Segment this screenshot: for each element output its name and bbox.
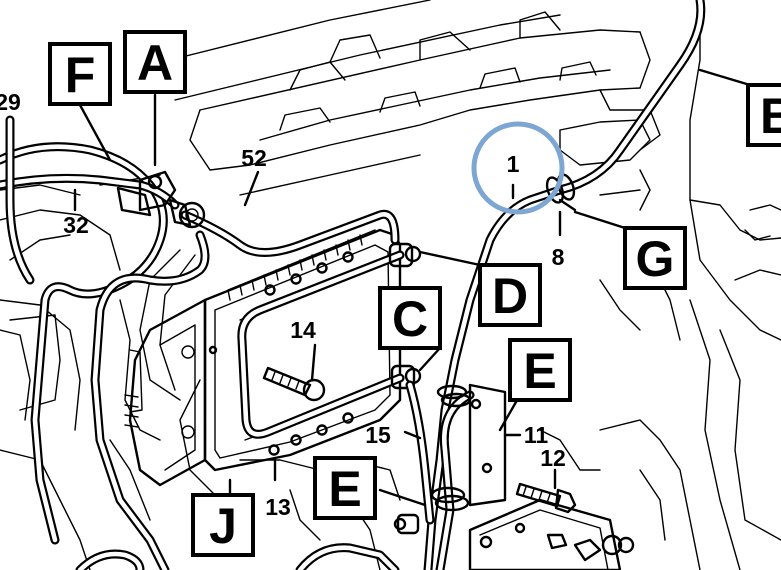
upper-banjo-fitting xyxy=(388,242,422,268)
part-number-29: 29 xyxy=(0,89,21,115)
callout-a-label: A xyxy=(137,35,173,91)
callout-g: G xyxy=(623,226,687,290)
callout-c: C xyxy=(378,286,442,350)
part-number-12: 12 xyxy=(540,445,566,471)
junction-box xyxy=(468,498,635,570)
return-pipe-15 xyxy=(405,380,475,570)
part-number-52: 52 xyxy=(241,145,267,171)
callout-a: A xyxy=(123,30,187,94)
bolt-14 xyxy=(262,366,326,402)
callout-f: F xyxy=(48,42,112,106)
part-number-11: 11 xyxy=(524,422,549,448)
part-number-1: 1 xyxy=(507,151,520,177)
part-number-8: 8 xyxy=(552,244,565,270)
callout-c-label: C xyxy=(392,291,428,347)
part-number-13: 13 xyxy=(265,494,291,520)
bracket-11 xyxy=(468,383,507,507)
fuel-pipe-1 xyxy=(423,0,706,570)
callout-e-left-label: E xyxy=(328,461,361,517)
part-number-15: 15 xyxy=(365,422,391,448)
hose-fitting-a xyxy=(116,170,206,229)
callout-g-label: G xyxy=(636,231,675,287)
part-number-32: 32 xyxy=(63,212,89,238)
callout-e-right: E xyxy=(508,338,572,402)
callout-j-label: J xyxy=(209,498,237,554)
part-number-14: 14 xyxy=(290,317,316,343)
callout-d-label: D xyxy=(492,268,528,324)
u-shaped-fuel-pipe xyxy=(237,242,422,439)
callout-d: D xyxy=(478,263,542,327)
highlight-circle xyxy=(471,121,565,215)
callout-j: J xyxy=(191,493,255,557)
callout-b-label: B xyxy=(760,88,781,144)
left-hoses xyxy=(0,115,400,570)
callout-e-left: E xyxy=(313,456,377,520)
callout-b: B xyxy=(746,83,781,147)
pipe-clamp-e-lower xyxy=(393,486,470,535)
callout-f-label: F xyxy=(65,47,96,103)
callout-e-right-label: E xyxy=(523,343,556,399)
